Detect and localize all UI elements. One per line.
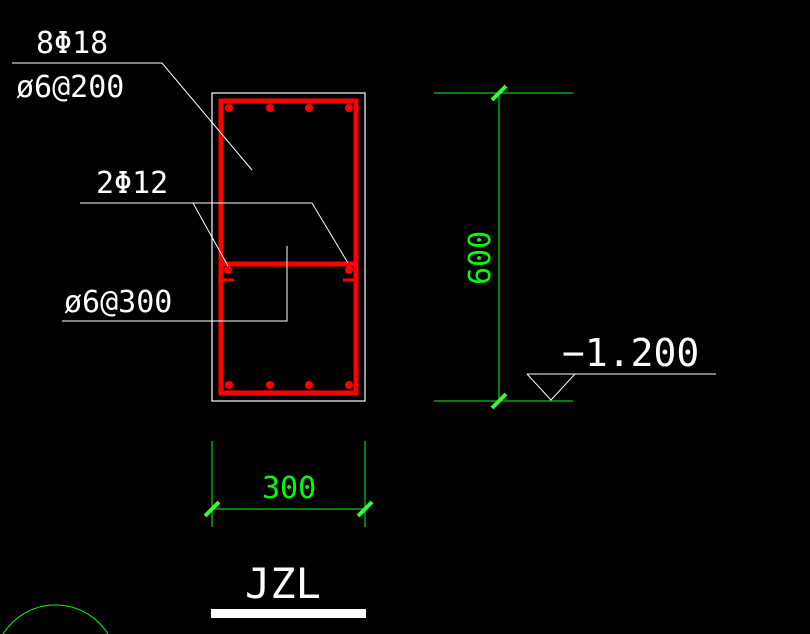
leader-top-rebar — [12, 62, 253, 171]
height-tick-bottom — [490, 392, 508, 410]
rebar-top-4 — [345, 104, 353, 112]
partial-circle — [2, 604, 109, 634]
rebar-side-left — [224, 266, 232, 274]
leader-lines — [12, 62, 349, 322]
stirrup — [218, 98, 359, 396]
rebar-dots — [224, 104, 353, 389]
rebar-top-3 — [305, 104, 313, 112]
leader-tie — [62, 246, 288, 322]
leader-side-rebar — [80, 202, 349, 267]
width-tick-left — [203, 500, 221, 518]
rebar-side-right — [345, 266, 353, 274]
rebar-bottom-2 — [266, 381, 274, 389]
rebar-bottom-1 — [225, 381, 233, 389]
rebar-top-2 — [266, 104, 274, 112]
rebar-bottom-4 — [345, 381, 353, 389]
label-beam-name: JZL — [245, 559, 321, 608]
height-tick-top — [490, 84, 508, 102]
annotations: 8Φ18 ø6@200 2Φ12 ø6@300 −1.200 JZL — [16, 26, 699, 608]
rebar-top-1 — [225, 104, 233, 112]
label-width-dim: 300 — [262, 471, 316, 506]
label-top-rebar: 8Φ18 — [36, 26, 108, 61]
label-height-dim: 600 — [463, 231, 498, 285]
width-dimension — [203, 441, 374, 527]
label-side-rebar: 2Φ12 — [96, 166, 168, 201]
label-stirrup-tie: ø6@300 — [64, 285, 172, 320]
height-dimension — [434, 84, 573, 410]
width-tick-right — [356, 500, 374, 518]
label-elevation: −1.200 — [562, 331, 699, 375]
concrete-outline — [211, 92, 366, 402]
beam-name-underline — [211, 609, 366, 618]
elevation-marker — [526, 373, 716, 401]
rebar-bottom-3 — [305, 381, 313, 389]
label-stirrup-main: ø6@200 — [16, 70, 124, 105]
elevation-triangle — [526, 373, 576, 401]
rebar-cage — [218, 98, 359, 396]
